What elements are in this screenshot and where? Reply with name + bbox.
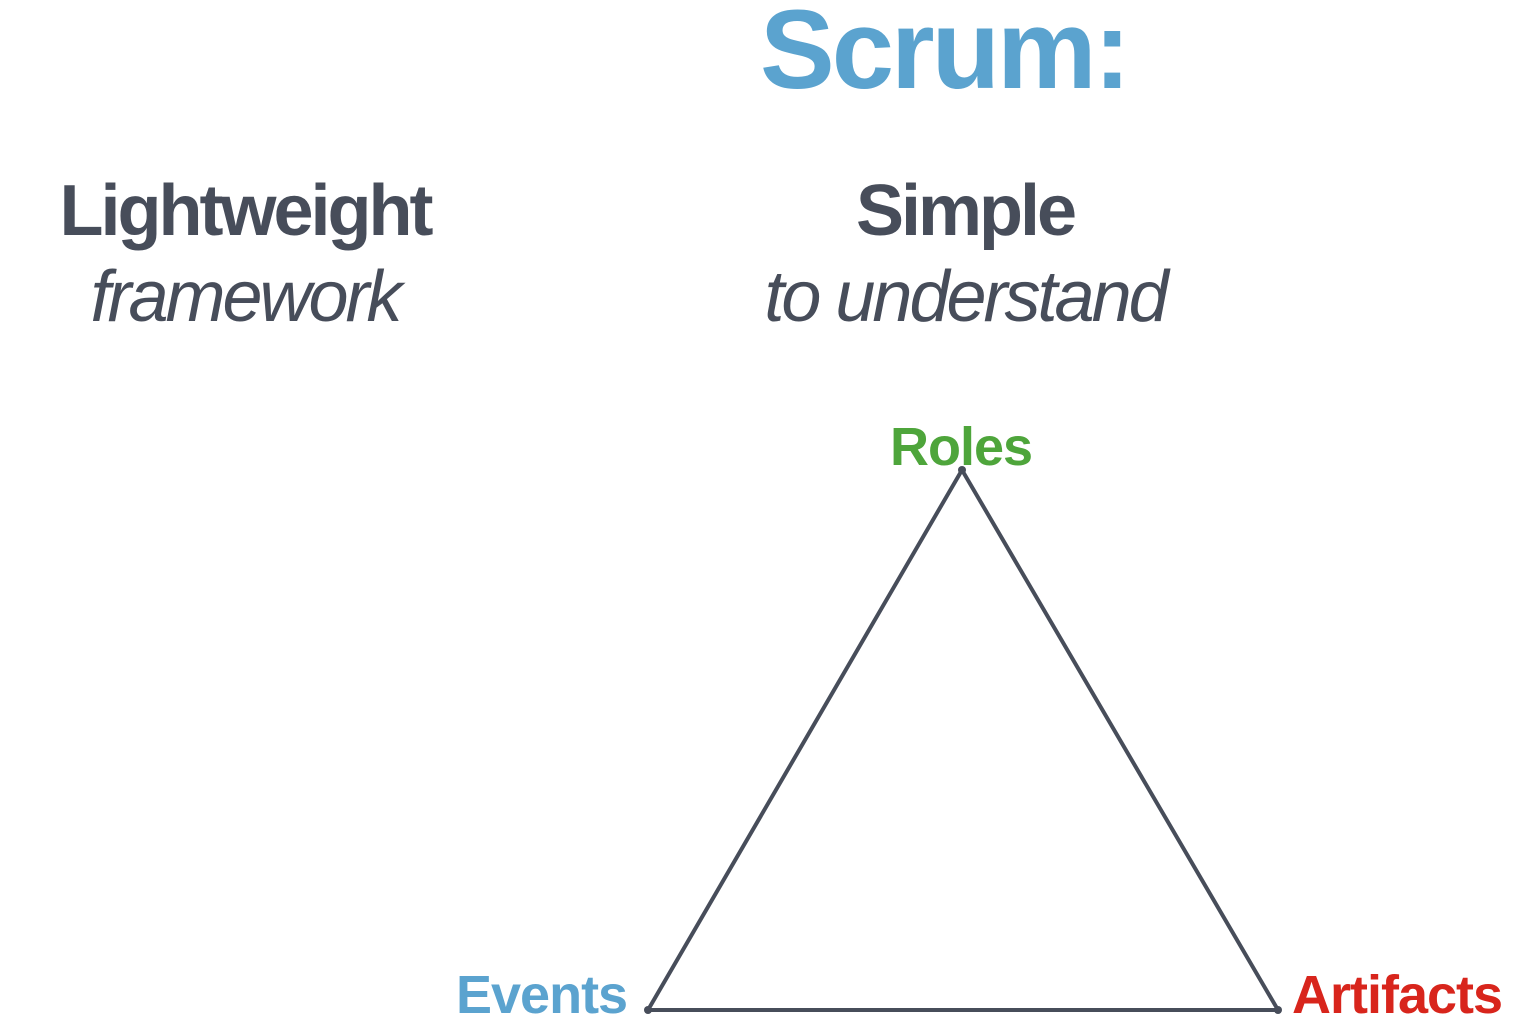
triangle-shape bbox=[646, 468, 1280, 1012]
roles-label: Roles bbox=[890, 417, 1033, 477]
page-title: Scrum: bbox=[760, 0, 1131, 112]
simple-block: Simple to understand bbox=[720, 168, 1210, 341]
lightweight-block: Lightweight framework bbox=[0, 168, 490, 341]
simple-heading: Simple bbox=[855, 171, 1077, 251]
artifacts-label: Artifacts bbox=[1292, 965, 1503, 1025]
triangle-vertex-top bbox=[958, 466, 966, 474]
lightweight-heading: Lightweight bbox=[59, 171, 434, 251]
triangle-vertex-left bbox=[644, 1006, 652, 1014]
triangle-vertex-right bbox=[1274, 1006, 1282, 1014]
framework-subheading: framework bbox=[90, 257, 402, 338]
understand-subheading: to understand bbox=[764, 257, 1168, 338]
events-label: Events bbox=[456, 965, 628, 1025]
